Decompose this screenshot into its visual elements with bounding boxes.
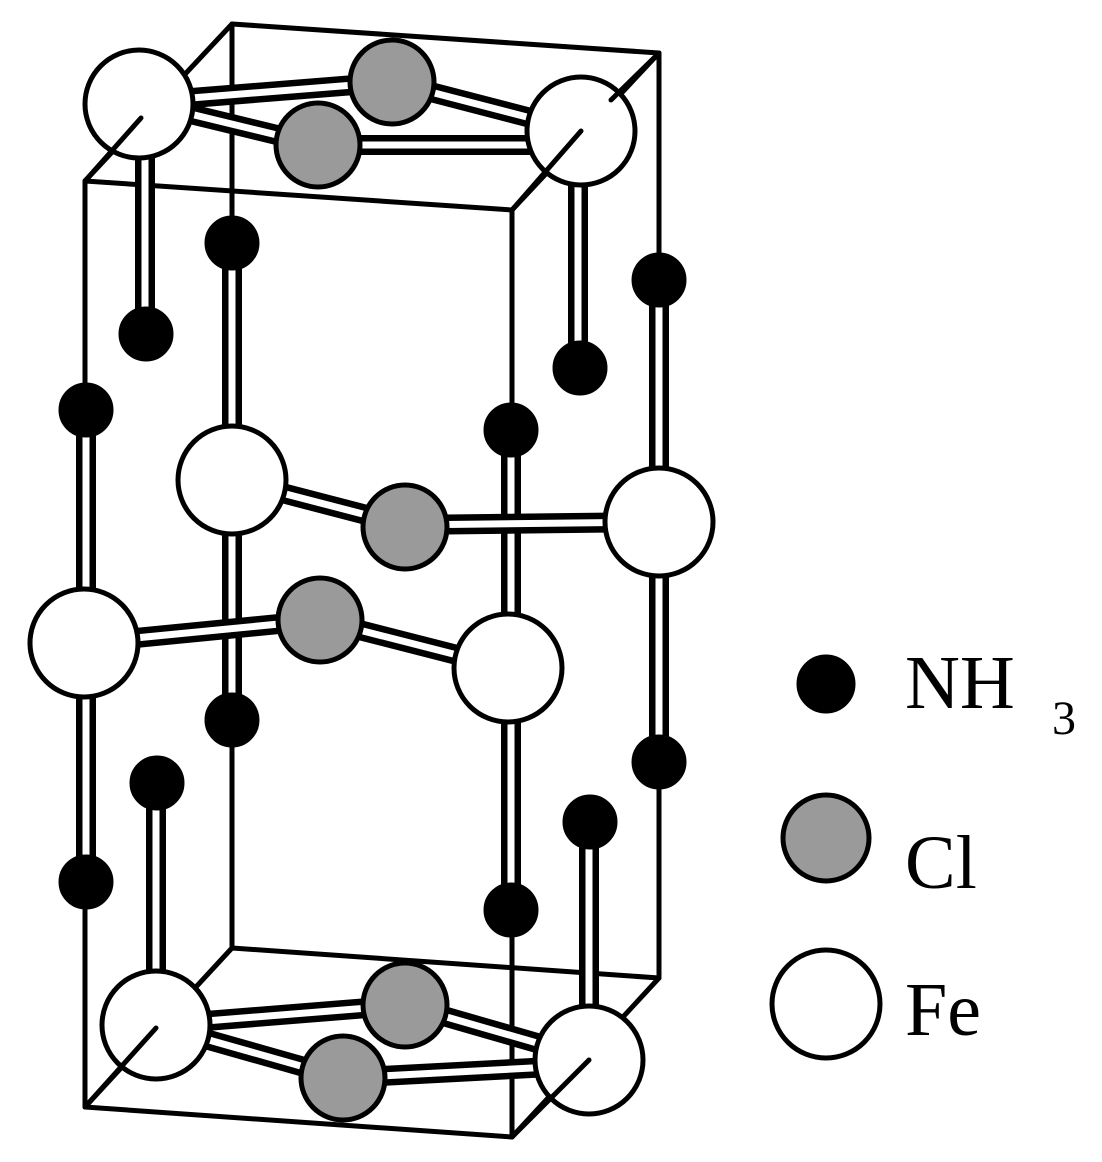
cl-atom — [273, 100, 363, 190]
atoms — [27, 37, 716, 1123]
legend-nh3-marker — [796, 654, 856, 714]
legend-nh3-label: NH — [905, 641, 1015, 725]
nh3-molecule — [631, 734, 687, 790]
nh3-molecule — [204, 215, 260, 271]
legend-fe-marker — [769, 947, 883, 1061]
nh3-molecule — [118, 306, 174, 362]
cl-atom — [360, 960, 450, 1050]
legend-item-fe: Fe — [769, 947, 981, 1061]
cl-atom — [275, 575, 365, 665]
frame-overlay — [82, 50, 662, 1140]
legend-cl-marker — [780, 792, 872, 884]
bonds — [76, 72, 669, 1088]
fe-atom — [82, 47, 196, 161]
fe-atom — [27, 586, 141, 700]
fe-atom — [175, 423, 289, 537]
fe-atom — [451, 611, 565, 725]
nh3-molecule — [552, 340, 608, 396]
nh3-molecule — [483, 402, 539, 458]
legend-item-cl: Cl — [780, 792, 977, 905]
nh3-molecule — [129, 755, 185, 811]
nh3-molecule — [58, 382, 114, 438]
legend-fe-label: Fe — [905, 968, 981, 1052]
cl-atom — [360, 482, 450, 572]
legend: NH 3 Cl Fe — [769, 641, 1076, 1061]
fe-atom — [99, 968, 213, 1082]
legend-nh3-subscript: 3 — [1052, 692, 1076, 745]
cl-atom — [298, 1033, 388, 1123]
legend-cl-label: Cl — [905, 821, 977, 905]
nh3-molecule — [562, 794, 618, 850]
cl-atom — [347, 37, 437, 127]
nh3-molecule — [631, 252, 687, 308]
nh3-molecule — [58, 854, 114, 910]
nh3-molecule — [204, 692, 260, 748]
fe-atom — [602, 465, 716, 579]
legend-item-nh3: NH 3 — [796, 641, 1076, 745]
nh3-molecule — [483, 882, 539, 938]
